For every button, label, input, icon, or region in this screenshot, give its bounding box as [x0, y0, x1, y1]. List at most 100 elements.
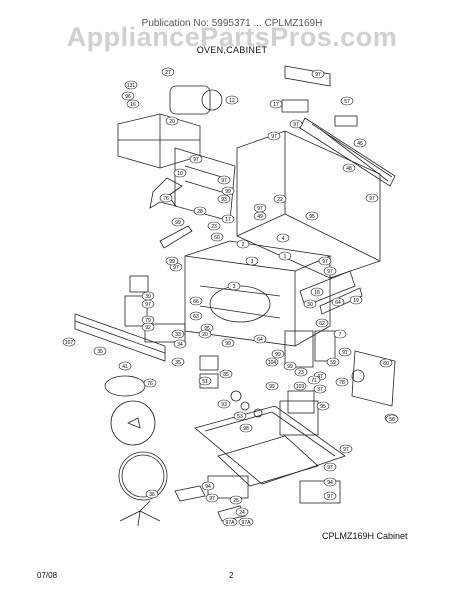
callout: 97 [141, 299, 155, 309]
svg-text:97: 97 [327, 494, 333, 500]
svg-text:97: 97 [221, 178, 227, 184]
part-fan-duct [117, 113, 201, 169]
part-small-box [199, 355, 219, 371]
svg-text:1: 1 [284, 254, 287, 260]
svg-text:93: 93 [221, 402, 227, 408]
page-number: 2 [229, 571, 234, 580]
callout: 97 [318, 256, 332, 266]
svg-text:63: 63 [193, 314, 199, 320]
svg-text:97: 97 [369, 196, 375, 202]
svg-text:28: 28 [197, 209, 203, 215]
callout: 97 [339, 444, 353, 454]
svg-text:17: 17 [225, 217, 231, 223]
svg-text:79: 79 [145, 318, 151, 324]
callout: 45 [353, 138, 367, 148]
svg-text:95: 95 [204, 326, 210, 332]
callout: 57 [340, 96, 354, 106]
footer-date: 07/08 [37, 571, 58, 580]
callout: 4 [276, 233, 290, 243]
callout: 18 [310, 287, 324, 297]
callout: 99 [271, 349, 285, 359]
callout: 50 [210, 232, 224, 242]
svg-text:92: 92 [145, 325, 151, 331]
callout: 93 [217, 194, 231, 204]
callout: 97 [253, 203, 267, 213]
svg-text:131: 131 [127, 83, 136, 89]
svg-text:47: 47 [317, 374, 323, 380]
svg-text:85: 85 [223, 372, 229, 378]
svg-text:97: 97 [257, 206, 263, 212]
callout: 97 [323, 462, 337, 472]
callout: 60 [379, 358, 393, 368]
svg-text:48: 48 [346, 166, 352, 172]
callout: 24 [235, 507, 249, 517]
part-bracket-left [159, 225, 193, 249]
svg-text:99: 99 [225, 189, 231, 195]
svg-text:20: 20 [169, 119, 175, 125]
part-roller-ring [118, 451, 168, 501]
callout: 10 [173, 168, 187, 178]
callout: 99 [165, 256, 179, 266]
callout: 99 [221, 338, 235, 348]
svg-text:18: 18 [314, 290, 320, 296]
callout: 107 [62, 337, 76, 347]
callout: 66 [189, 296, 203, 306]
part-transformer [284, 330, 314, 368]
svg-text:97: 97 [343, 447, 349, 453]
svg-text:59: 59 [330, 360, 336, 366]
callout: 97 [205, 493, 219, 503]
callout: 34 [173, 339, 187, 349]
svg-text:71: 71 [311, 378, 317, 384]
part-side-panel [299, 270, 356, 307]
exploded-parts-diagram: 27 131 96 16 12 20 17 57 97 97 45 97 97 … [62, 65, 399, 526]
callout: 85 [219, 369, 233, 379]
callout: 97A [222, 517, 238, 526]
svg-text:64: 64 [257, 337, 263, 343]
part-hinge [217, 505, 246, 522]
callout: 48 [342, 163, 356, 173]
part-plate-17 [281, 99, 309, 113]
svg-text:35: 35 [175, 360, 181, 366]
svg-text:93: 93 [221, 197, 227, 203]
part-control-panel [74, 313, 166, 362]
callout-label: 27 [165, 70, 171, 76]
callout: 35 [171, 357, 185, 367]
svg-text:99: 99 [269, 384, 275, 390]
svg-text:64: 64 [335, 300, 341, 306]
callout: 20 [165, 116, 179, 126]
callout: 76 [159, 193, 173, 203]
callout: 33 [171, 329, 185, 339]
callout: 92 [141, 322, 155, 332]
svg-text:60: 60 [383, 361, 389, 367]
svg-text:45: 45 [357, 141, 363, 147]
callout: 27 [161, 67, 175, 77]
svg-text:98: 98 [243, 426, 249, 432]
svg-text:66: 66 [193, 299, 199, 305]
callout: 22 [273, 194, 287, 204]
callout: 131 [124, 80, 138, 90]
callout: 1 [278, 251, 292, 261]
callout: 96 [121, 91, 135, 101]
callout: 30 [303, 299, 317, 309]
diagram-caption: CPLMZ169H Cabinet [322, 531, 408, 541]
svg-text:36: 36 [149, 492, 155, 498]
callout: 3 [227, 281, 241, 291]
part-base-plate [194, 405, 346, 485]
svg-text:97: 97 [327, 269, 333, 275]
part-motor [169, 85, 211, 115]
callout: 99 [171, 217, 185, 227]
svg-text:20: 20 [202, 332, 208, 338]
svg-text:97: 97 [193, 157, 199, 163]
callout: 94 [201, 481, 215, 491]
callout: 36 [145, 489, 159, 499]
svg-text:62: 62 [319, 321, 325, 327]
svg-text:97: 97 [173, 265, 179, 271]
part-magnetron [287, 390, 315, 414]
callout: 49 [253, 211, 267, 221]
svg-text:76: 76 [147, 381, 153, 387]
svg-text:10: 10 [177, 171, 183, 177]
callout: 97 [338, 347, 352, 357]
svg-text:17: 17 [273, 102, 279, 108]
callout: 97 [311, 69, 325, 79]
svg-text:4: 4 [282, 236, 285, 242]
